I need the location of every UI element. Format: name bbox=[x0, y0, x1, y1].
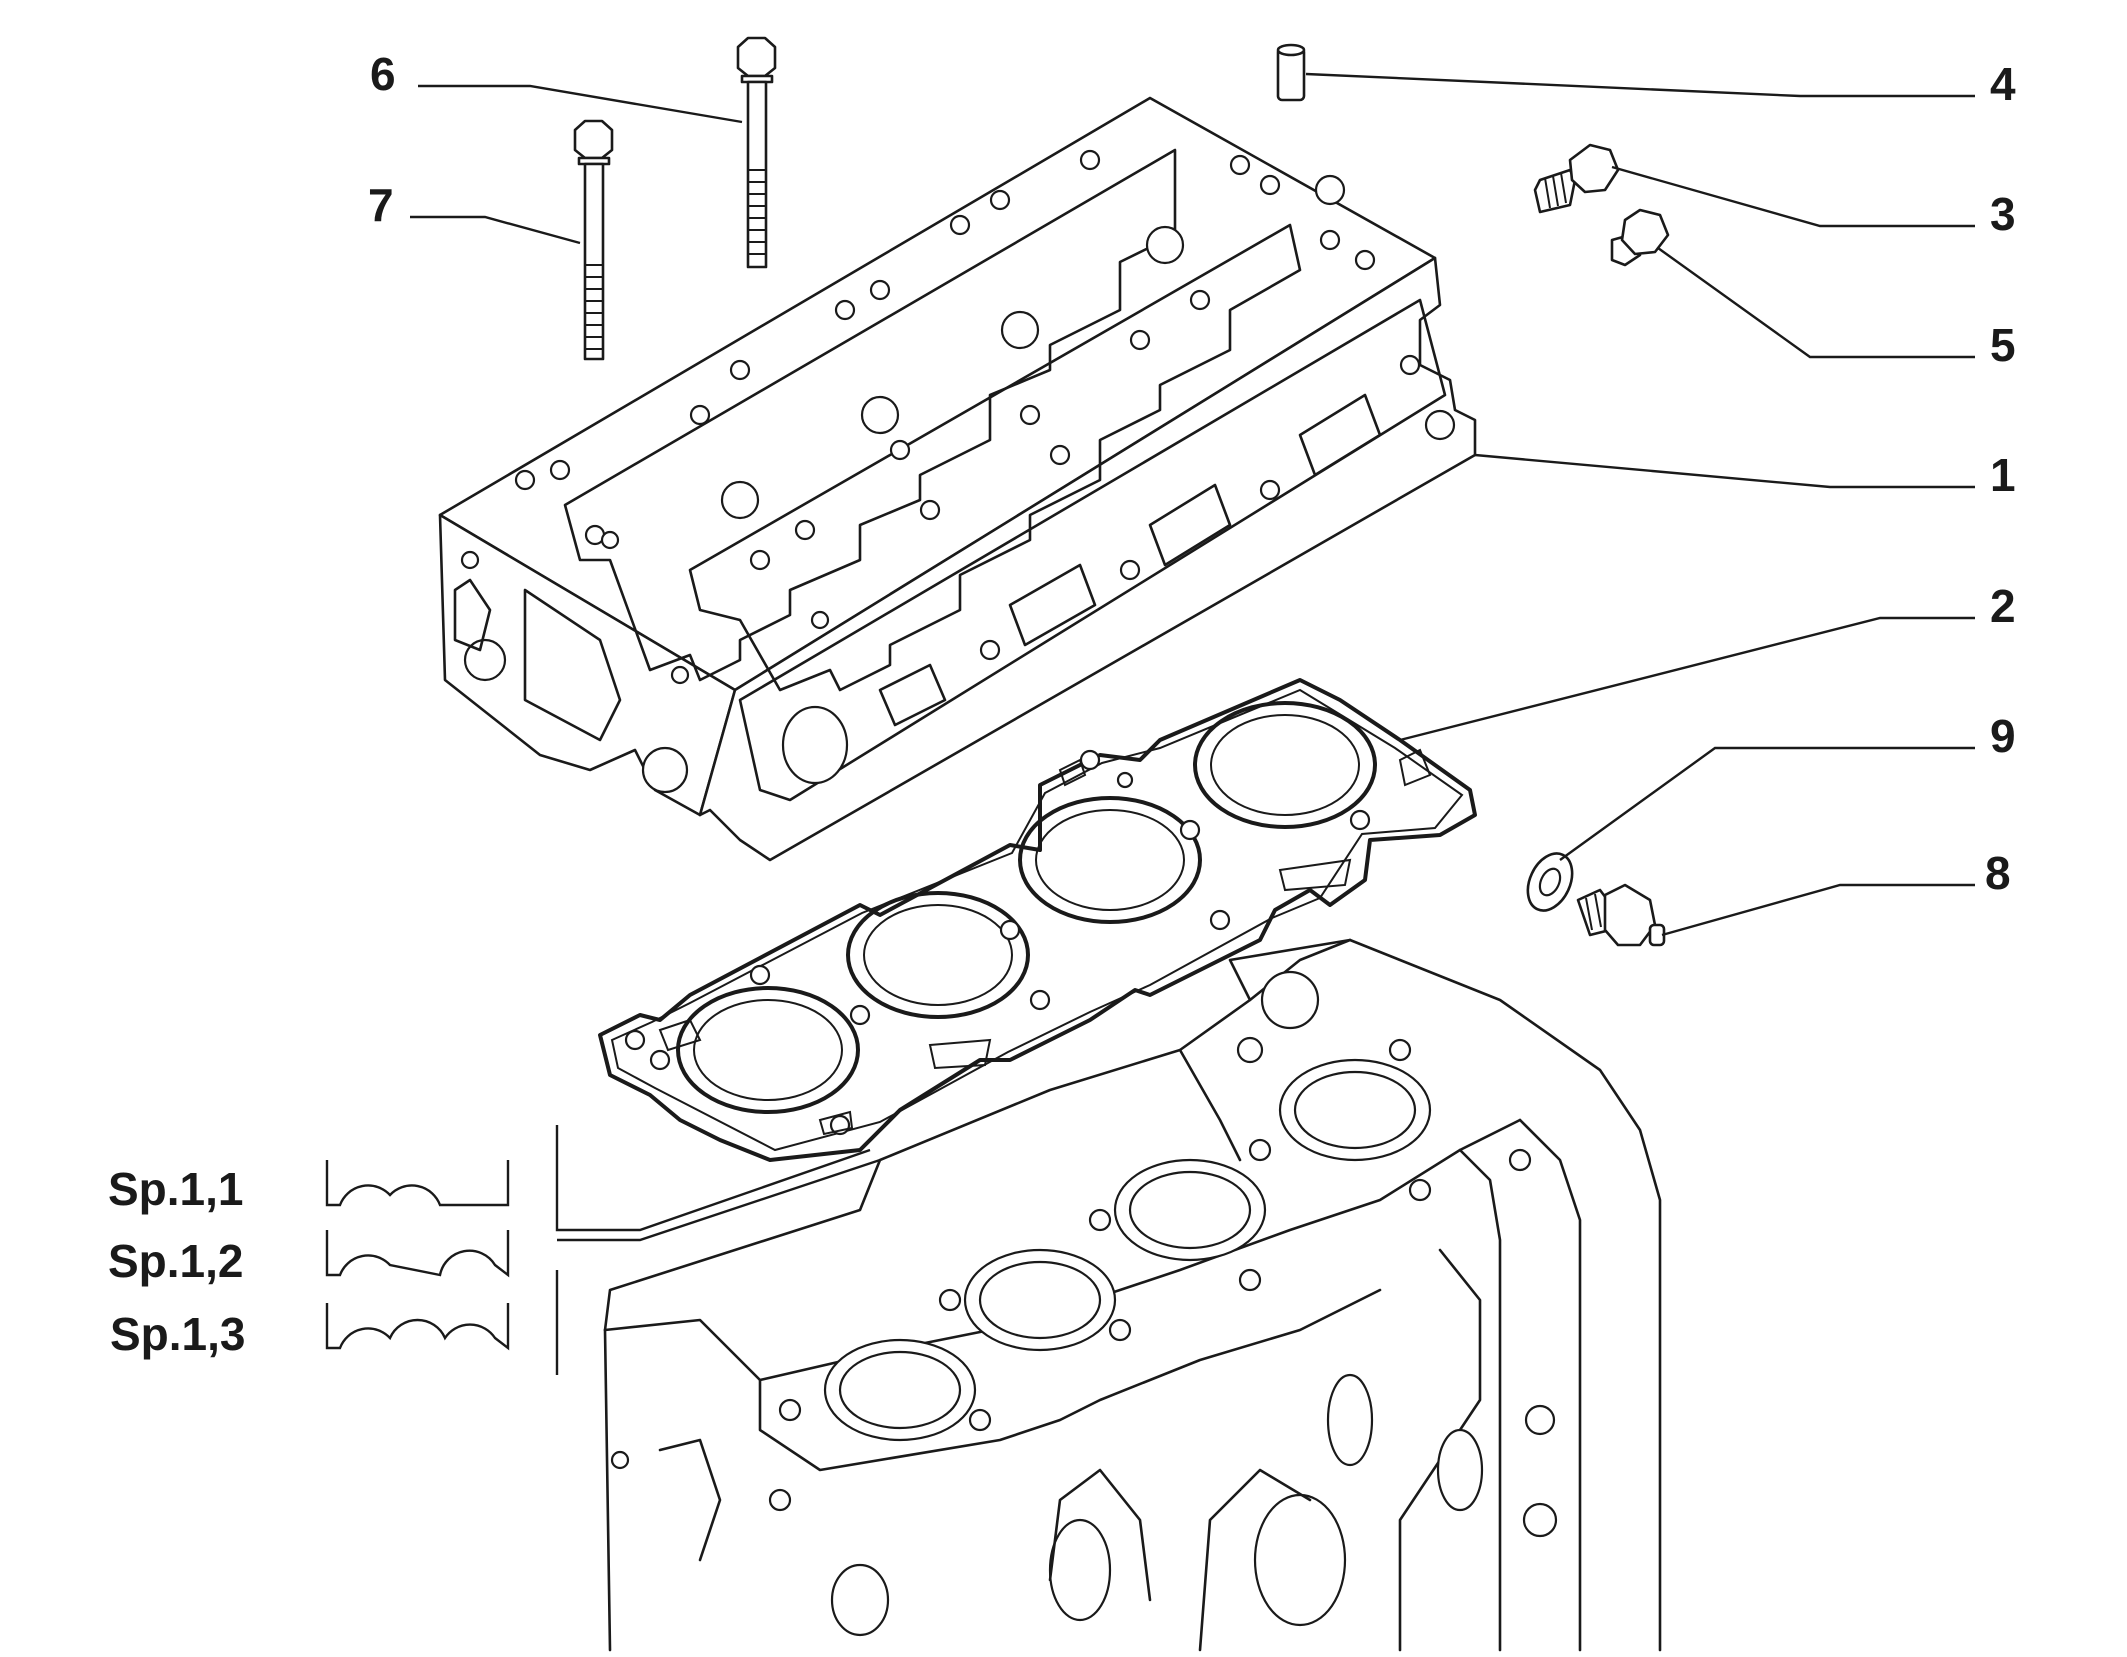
cylinder-head-drawing bbox=[438, 96, 1477, 862]
callout-1: 1 bbox=[1990, 449, 2016, 501]
head-bolt-short-drawing bbox=[573, 119, 614, 361]
callout-2: 2 bbox=[1990, 580, 2016, 632]
head-gasket-drawing bbox=[598, 678, 1477, 1162]
sealing-washer-drawing bbox=[1526, 852, 1574, 912]
head-bolt-long-drawing bbox=[736, 36, 777, 269]
variant-label-sp11: Sp.1,1 bbox=[108, 1163, 244, 1215]
drain-plug-drawing bbox=[1576, 883, 1666, 947]
dowel-pin-drawing bbox=[1276, 43, 1306, 102]
variant-profile-sp12 bbox=[325, 1230, 510, 1278]
callout-3: 3 bbox=[1990, 188, 2016, 240]
leader-lines bbox=[410, 72, 1975, 1375]
callout-8: 8 bbox=[1985, 847, 2011, 899]
engine-block-drawing bbox=[603, 938, 1662, 1652]
callout-5: 5 bbox=[1990, 319, 2016, 371]
variant-profile-sp11 bbox=[325, 1160, 510, 1207]
callout-7: 7 bbox=[368, 179, 394, 231]
variant-label-sp12: Sp.1,2 bbox=[108, 1235, 244, 1287]
callout-9: 9 bbox=[1990, 710, 2016, 762]
callout-labels: 6 7 4 3 5 1 2 9 8 bbox=[368, 48, 2016, 899]
callout-6: 6 bbox=[370, 48, 396, 100]
gasket-variant-labels: Sp.1,1 Sp.1,2 Sp.1,3 bbox=[108, 1163, 246, 1360]
hex-plug-drawing bbox=[1610, 208, 1670, 267]
variant-label-sp13: Sp.1,3 bbox=[110, 1308, 246, 1360]
threaded-plug-drawing bbox=[1533, 143, 1620, 214]
callout-4: 4 bbox=[1990, 58, 2016, 110]
variant-profile-sp13 bbox=[325, 1303, 510, 1351]
